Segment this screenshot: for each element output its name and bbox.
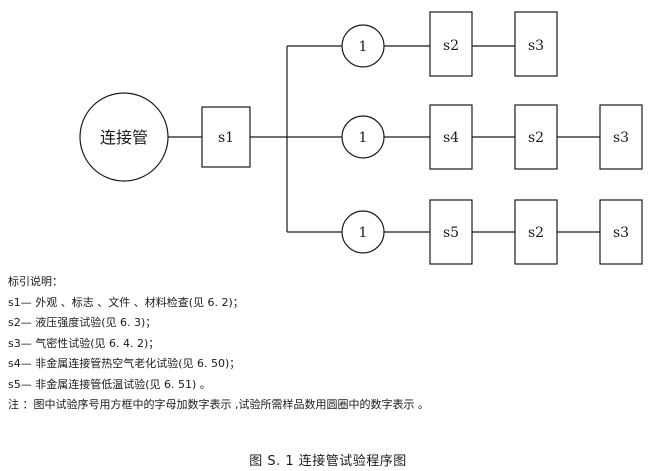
- sample-count-1: 1: [359, 39, 368, 55]
- legend-item-s5: s5— 非金属连接管低温试验(见 6. 51) 。: [8, 377, 211, 391]
- legend-note: 注 ：图中试验序号用方框中的字母加数字表示 ,试验所需样品数用圆圈中的数字表示 …: [8, 398, 429, 411]
- sample-count-2: 1: [359, 130, 368, 146]
- sample-circle-2: 1: [341, 115, 385, 159]
- legend-item-s1: s1— 外观 、标志 、文件 、材料检查(见 6. 2)；: [8, 295, 244, 309]
- node-b3-2-label: s2: [528, 225, 544, 241]
- test-procedure-diagram: 连接管 s1 1 s2 s3 1 s4 s2 s3 1 s5: [79, 11, 643, 265]
- node-b2-3: s3: [599, 104, 643, 170]
- node-b2-2: s2: [514, 104, 558, 170]
- figure-caption: 图 S. 1 连接管试验程序图: [249, 454, 407, 469]
- legend-heading: 标引说明：: [8, 275, 63, 288]
- node-b1-2-label: s3: [528, 38, 544, 54]
- node-s1: s1: [201, 106, 251, 168]
- node-b3-1: s5: [429, 199, 473, 265]
- sample-count-3: 1: [359, 225, 368, 241]
- node-b3-3: s3: [599, 199, 643, 265]
- node-b1-2: s3: [514, 11, 558, 77]
- node-b2-3-label: s3: [613, 130, 629, 146]
- legend-item-s3: s3— 气密性试验(见 6. 4. 2)；: [8, 336, 160, 350]
- root-label: 连接管: [100, 128, 148, 147]
- node-b2-1: s4: [429, 104, 473, 170]
- node-b1-1: s2: [429, 11, 473, 77]
- s1-label: s1: [218, 130, 234, 146]
- node-b2-2-label: s2: [528, 130, 544, 146]
- legend-item-s4: s4— 非金属连接管热空气老化试验(见 6. 50)；: [8, 357, 241, 370]
- sample-circle-1: 1: [341, 24, 385, 68]
- node-b2-1-label: s4: [443, 130, 459, 146]
- sample-circle-3: 1: [341, 210, 385, 254]
- legend-item-s2: s2— 液压强度试验(见 6. 3)；: [8, 316, 157, 329]
- root-node: 连接管: [79, 92, 169, 182]
- node-b3-2: s2: [514, 199, 558, 265]
- legend-notes: 标引说明： s1— 外观 、标志 、文件 、材料检查(见 6. 2)； s2— …: [8, 272, 429, 416]
- node-b3-1-label: s5: [443, 225, 459, 241]
- node-b3-3-label: s3: [613, 225, 629, 241]
- node-b1-1-label: s2: [443, 38, 459, 54]
